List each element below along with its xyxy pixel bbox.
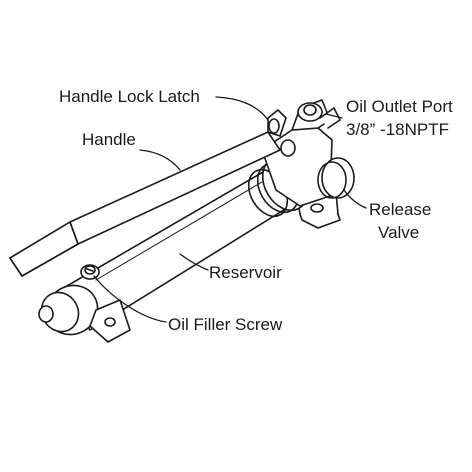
leader-oil-filler-screw bbox=[93, 275, 167, 323]
reservoir-mounting-foot bbox=[89, 299, 131, 343]
handle-lock-latch bbox=[267, 109, 296, 157]
leader-handle bbox=[139, 149, 181, 171]
label-handle: Handle bbox=[82, 130, 136, 149]
label-release-valve-line2: Valve bbox=[378, 223, 420, 242]
label-handle-lock-latch: Handle Lock Latch bbox=[59, 87, 200, 106]
release-valve-knob bbox=[317, 157, 355, 199]
pump-head bbox=[261, 99, 341, 207]
label-release-valve-line1: Release bbox=[369, 200, 432, 219]
label-oil-outlet-port-size: 3/8” -18NPTF bbox=[346, 120, 449, 139]
label-oil-filler-screw: Oil Filler Screw bbox=[168, 315, 283, 334]
leader-reservoir bbox=[179, 253, 209, 271]
label-oil-outlet-port: Oil Outlet Port bbox=[346, 97, 453, 116]
oil-filler-screw bbox=[80, 264, 100, 280]
leader-oil-outlet-port bbox=[325, 113, 343, 119]
leader-handle-lock-latch bbox=[215, 96, 269, 121]
label-reservoir: Reservoir bbox=[209, 263, 282, 282]
reservoir-end-cap bbox=[38, 291, 80, 333]
leader-release-valve bbox=[343, 189, 367, 209]
pump-handle bbox=[9, 131, 281, 277]
leader-lines bbox=[93, 96, 367, 323]
